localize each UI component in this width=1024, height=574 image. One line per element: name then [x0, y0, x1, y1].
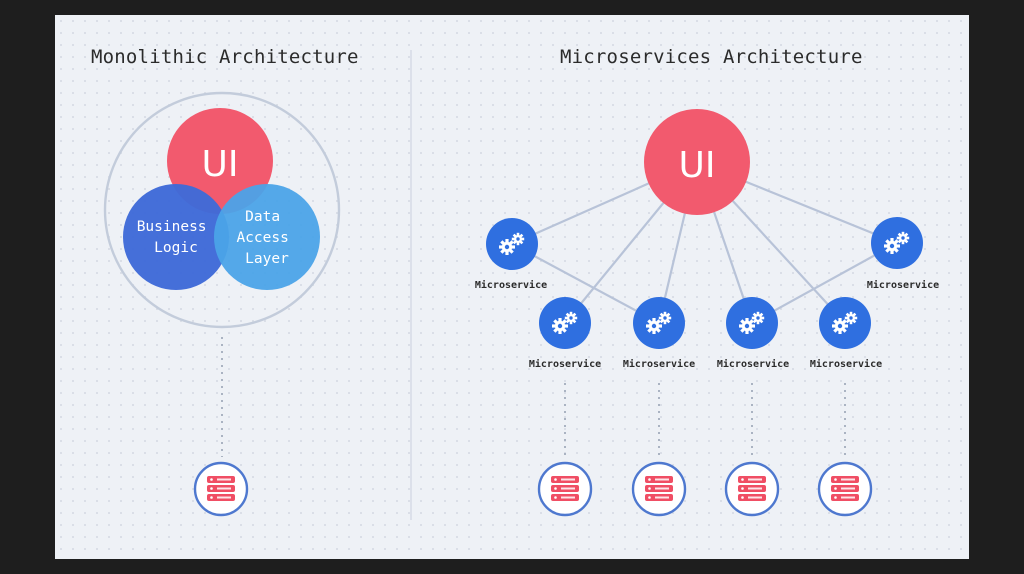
database-icon [537, 461, 593, 517]
svg-text:Microservice: Microservice [717, 358, 789, 370]
monolith-database-icon [193, 461, 249, 517]
database-icon [631, 461, 687, 517]
data-access-circle [214, 184, 320, 290]
micro-ui-label: UI [679, 145, 716, 186]
svg-text:Microservice: Microservice [475, 279, 547, 291]
svg-text:Microservice: Microservice [810, 358, 882, 370]
database-icon [724, 461, 780, 517]
business-logic-label: Business Logic [137, 219, 216, 256]
svg-text:Microservice: Microservice [623, 358, 695, 370]
microservice-node: Microservice [867, 217, 939, 291]
monolithic-title: Monolithic Architecture [91, 46, 359, 68]
svg-text:Microservice: Microservice [867, 279, 939, 291]
micro-ui-circle [644, 109, 750, 215]
business-logic-circle [123, 184, 229, 290]
microservice-node: Microservice [717, 297, 789, 370]
microservice-node: Microservice [623, 297, 695, 370]
database-icon [817, 461, 873, 517]
monolith-venn: UI Business Logic Data Access Layer [103, 91, 341, 329]
monolith-outline [103, 91, 341, 329]
diagram-canvas: Monolithic Architecture UI Business Logi… [55, 15, 969, 559]
data-access-label: Data Access Layer [236, 209, 297, 267]
svg-text:Microservice: Microservice [529, 358, 601, 370]
microservices-title: Microservices Architecture [560, 46, 863, 68]
monolith-ui-label: UI [202, 144, 239, 185]
microservice-node: Microservice [529, 297, 601, 370]
architecture-diagram: Monolithic Architecture UI Business Logi… [91, 46, 939, 520]
microservice-node: Microservice [475, 218, 547, 291]
microservice-node: Microservice [810, 297, 882, 370]
